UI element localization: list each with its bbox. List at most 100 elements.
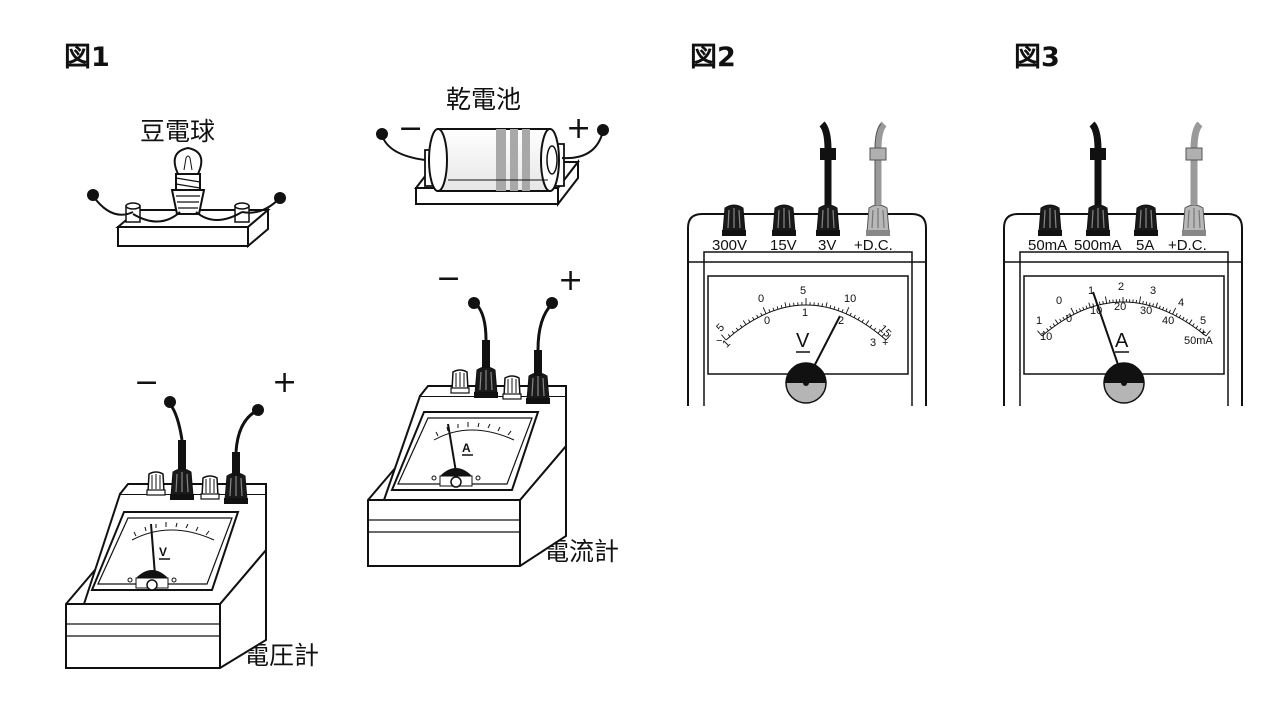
dial-tick bbox=[1155, 302, 1158, 308]
scale3-bottom-0: 0 bbox=[1066, 313, 1072, 325]
scale-top-0: 0 bbox=[758, 293, 764, 305]
dial-tick bbox=[731, 330, 735, 334]
dial-tick bbox=[885, 334, 891, 341]
dial-tick bbox=[1195, 325, 1199, 329]
dial-tick bbox=[1158, 305, 1161, 309]
scale-right-plus: + bbox=[882, 337, 888, 349]
dial-tick bbox=[845, 307, 850, 314]
dial-tick bbox=[1069, 313, 1072, 317]
scale-right-bottom: 3 bbox=[870, 337, 876, 349]
ammeter-plus-sign: + bbox=[558, 263, 583, 298]
scale3-top-3: 3 bbox=[1150, 285, 1156, 297]
dial-tick bbox=[853, 314, 856, 318]
dial-tick bbox=[881, 333, 885, 337]
dial-tick bbox=[760, 312, 763, 316]
dial-tick bbox=[1182, 316, 1185, 320]
dial-tick bbox=[1049, 325, 1052, 329]
dial-tick bbox=[768, 309, 771, 313]
figure-3-dial-scale: 1 0 1 2 3 4 5 10 0 10 20 30 40 50mA + A bbox=[1036, 281, 1213, 353]
bulb-assembly: 豆電球 bbox=[87, 117, 286, 249]
dial-tick bbox=[762, 307, 767, 314]
figure-1: 図1 豆電球 bbox=[64, 42, 619, 670]
dial-tick bbox=[1075, 309, 1078, 313]
dial-tick bbox=[727, 333, 731, 337]
dial-tick bbox=[841, 309, 844, 313]
dial-tick bbox=[821, 303, 823, 307]
dial-tick bbox=[869, 324, 873, 328]
figure-2-terminal-labels: 300V 15V 3V +D.C. bbox=[712, 237, 893, 254]
dial-tick bbox=[1092, 303, 1095, 307]
dial-tick bbox=[742, 320, 747, 325]
battery-plus-sign: + bbox=[566, 111, 591, 146]
terminal-label-dc: +D.C. bbox=[854, 237, 893, 254]
dial-tick bbox=[829, 305, 832, 309]
terminal-label-5a: 5A bbox=[1136, 237, 1154, 254]
dial-tick bbox=[1042, 330, 1046, 334]
dial-tick bbox=[1046, 328, 1049, 332]
scale3-bottom-50ma: 50mA bbox=[1184, 335, 1213, 347]
dial-tick bbox=[877, 330, 881, 334]
terminal-label-15v: 15V bbox=[770, 237, 797, 254]
voltmeter-minus-sign: − bbox=[134, 365, 159, 400]
terminal-label-500ma: 500mA bbox=[1074, 237, 1122, 254]
dial-tick bbox=[1052, 323, 1056, 327]
ammeter-minus-sign: − bbox=[436, 261, 461, 296]
figure-2: 図2 300V 15V 3V +D.C. 5 bbox=[687, 42, 927, 406]
figure-3-title: 図3 bbox=[1014, 42, 1060, 73]
scale3-left: 1 bbox=[1036, 315, 1042, 327]
figure-2-unit: V bbox=[796, 330, 810, 352]
dial-tick bbox=[849, 312, 852, 316]
dial-tick bbox=[739, 324, 743, 328]
figure-3-unit: A bbox=[1115, 330, 1129, 352]
dial-tick bbox=[1037, 330, 1043, 337]
ammeter-dial-unit: A bbox=[462, 441, 471, 455]
scale-mid-1: 1 bbox=[802, 307, 808, 319]
terminal-label-50ma: 50mA bbox=[1028, 237, 1067, 254]
dial-tick bbox=[1165, 308, 1168, 312]
dial-tick bbox=[1178, 314, 1182, 318]
dial-tick bbox=[789, 303, 791, 307]
terminal-label-dc: +D.C. bbox=[1168, 237, 1207, 254]
figure-2-terminal-knobs bbox=[721, 121, 891, 237]
scale3-top-1: 1 bbox=[1088, 285, 1094, 297]
dial-tick bbox=[857, 316, 860, 321]
terminal-label-3v: 3V bbox=[818, 237, 836, 254]
dial-tick bbox=[1088, 302, 1091, 308]
dial-tick bbox=[825, 302, 828, 308]
dial-tick bbox=[1202, 330, 1205, 334]
voltmeter-plus-sign: + bbox=[272, 365, 297, 400]
figure-3-terminal-labels: 50mA 500mA 5A +D.C. bbox=[1028, 237, 1207, 254]
scale3-top-4: 4 bbox=[1178, 297, 1184, 309]
scale3-bottom-30: 30 bbox=[1140, 305, 1152, 317]
ammeter-device: − + 電流計 A bbox=[367, 261, 619, 567]
voltmeter-dial-unit: V bbox=[159, 545, 167, 559]
dial-tick bbox=[772, 307, 775, 311]
dial-tick bbox=[1082, 306, 1085, 311]
dial-tick bbox=[1205, 330, 1211, 337]
dial-tick bbox=[756, 314, 759, 318]
dial-tick bbox=[721, 334, 727, 341]
dial-tick bbox=[1175, 313, 1178, 317]
dial-tick bbox=[735, 327, 739, 331]
dial-tick bbox=[1142, 300, 1144, 305]
scale-top-10: 10 bbox=[844, 293, 856, 305]
battery-minus-sign: − bbox=[398, 111, 423, 146]
battery-label: 乾電池 bbox=[446, 85, 521, 114]
scale-mid-0: 0 bbox=[764, 315, 770, 327]
dial-tick bbox=[1065, 314, 1069, 318]
dial-tick bbox=[1138, 296, 1142, 304]
dial-tick bbox=[1145, 301, 1148, 305]
dial-tick bbox=[1188, 319, 1193, 325]
dial-tick bbox=[1148, 302, 1151, 306]
dial-tick bbox=[1152, 303, 1154, 307]
scale-top-5: 5 bbox=[800, 285, 806, 297]
dial-tick bbox=[1098, 301, 1101, 305]
scale3-top-0: 0 bbox=[1056, 295, 1062, 307]
dial-tick bbox=[1070, 307, 1075, 315]
dial-tick bbox=[1054, 319, 1059, 325]
voltmeter-device: − + 電圧計 V bbox=[65, 365, 319, 670]
dial-tick bbox=[1198, 328, 1202, 332]
dial-tick bbox=[833, 306, 836, 310]
dial-tick bbox=[776, 306, 779, 310]
dial-tick bbox=[1062, 316, 1065, 320]
